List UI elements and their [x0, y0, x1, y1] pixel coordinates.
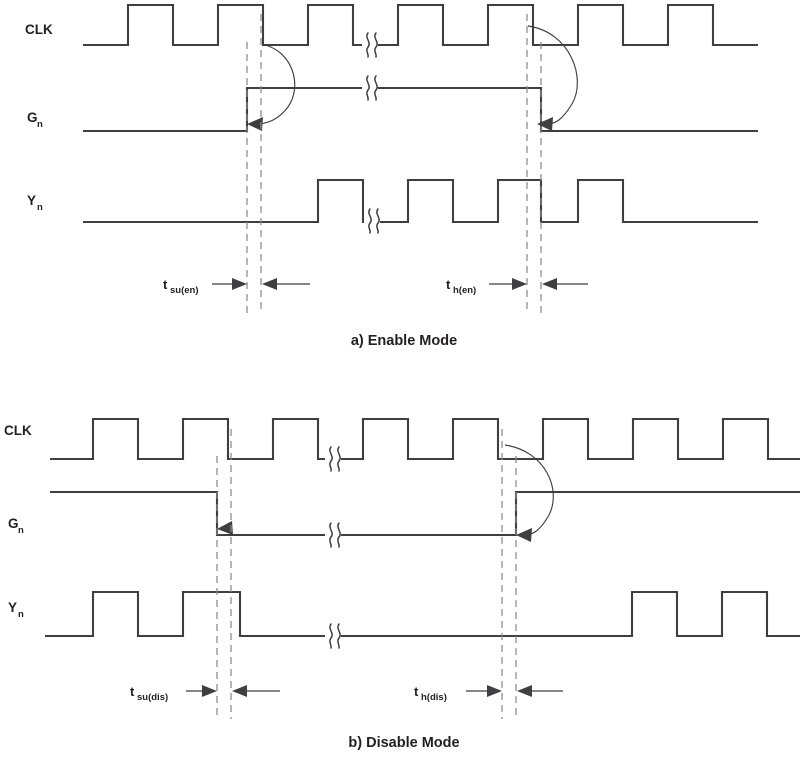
break-symbol-clk-b [325, 446, 341, 472]
timing-label-setup-b: t su(dis) [130, 684, 168, 703]
timing-label-hold-b-sub: h(dis) [421, 692, 447, 703]
signal-label-clk: CLK [25, 22, 53, 37]
hold-measure-arrows [489, 278, 588, 290]
timing-label-setup: t su(en) [163, 277, 199, 296]
break-symbol-gn-b [325, 522, 341, 548]
timing-label-setup-b-sub: su(dis) [137, 692, 168, 703]
break-symbol-clk [362, 32, 378, 58]
timing-label-hold-sub: h(en) [453, 285, 476, 296]
hold-measure-arrows-b [466, 685, 563, 697]
waveform-clk [83, 3, 758, 47]
timing-label-hold: t h(en) [446, 277, 476, 296]
break-symbol-gn [362, 75, 378, 101]
timing-label-hold-b: t h(dis) [414, 684, 447, 703]
signal-label-yn-b: Y [8, 600, 17, 615]
signal-label-yn-b-subscript: n [18, 609, 24, 620]
setup-arrow-left-b [217, 521, 233, 535]
timing-label-hold-main: t [446, 277, 451, 292]
timing-label-setup-sub: su(en) [170, 285, 199, 296]
timing-label-setup-main: t [163, 277, 168, 292]
signal-label-gn: G [27, 110, 38, 125]
enable-mode-diagram: CLK G n Y n [0, 0, 809, 370]
setup-measure-arrows-b [186, 685, 280, 697]
signal-label-yn-subscript: n [37, 202, 43, 213]
hold-arrow-right-b [504, 444, 554, 542]
signal-label-clk-b: CLK [4, 423, 32, 438]
signal-label-gn-subscript: n [37, 119, 43, 130]
timing-label-hold-b-main: t [414, 684, 419, 699]
diagram-caption-disable: b) Disable Mode [348, 735, 459, 751]
waveform-clk-b [50, 417, 800, 461]
diagram-caption-enable: a) Enable Mode [351, 333, 457, 349]
break-symbol-yn-b [325, 623, 341, 649]
setup-measure-arrows [212, 278, 310, 290]
break-symbol-yn [364, 208, 380, 234]
hold-arrow-right [527, 25, 578, 131]
waveform-gn-b [50, 490, 800, 537]
timing-label-setup-b-main: t [130, 684, 135, 699]
signal-label-gn-b-subscript: n [18, 525, 24, 536]
setup-arrow-left [247, 44, 296, 131]
waveform-yn [83, 178, 758, 224]
disable-mode-diagram: CLK G n Y n [0, 389, 809, 759]
signal-label-gn-b: G [8, 516, 19, 531]
signal-label-yn: Y [27, 193, 36, 208]
waveform-yn-b [45, 590, 800, 638]
waveform-gn [83, 86, 758, 133]
